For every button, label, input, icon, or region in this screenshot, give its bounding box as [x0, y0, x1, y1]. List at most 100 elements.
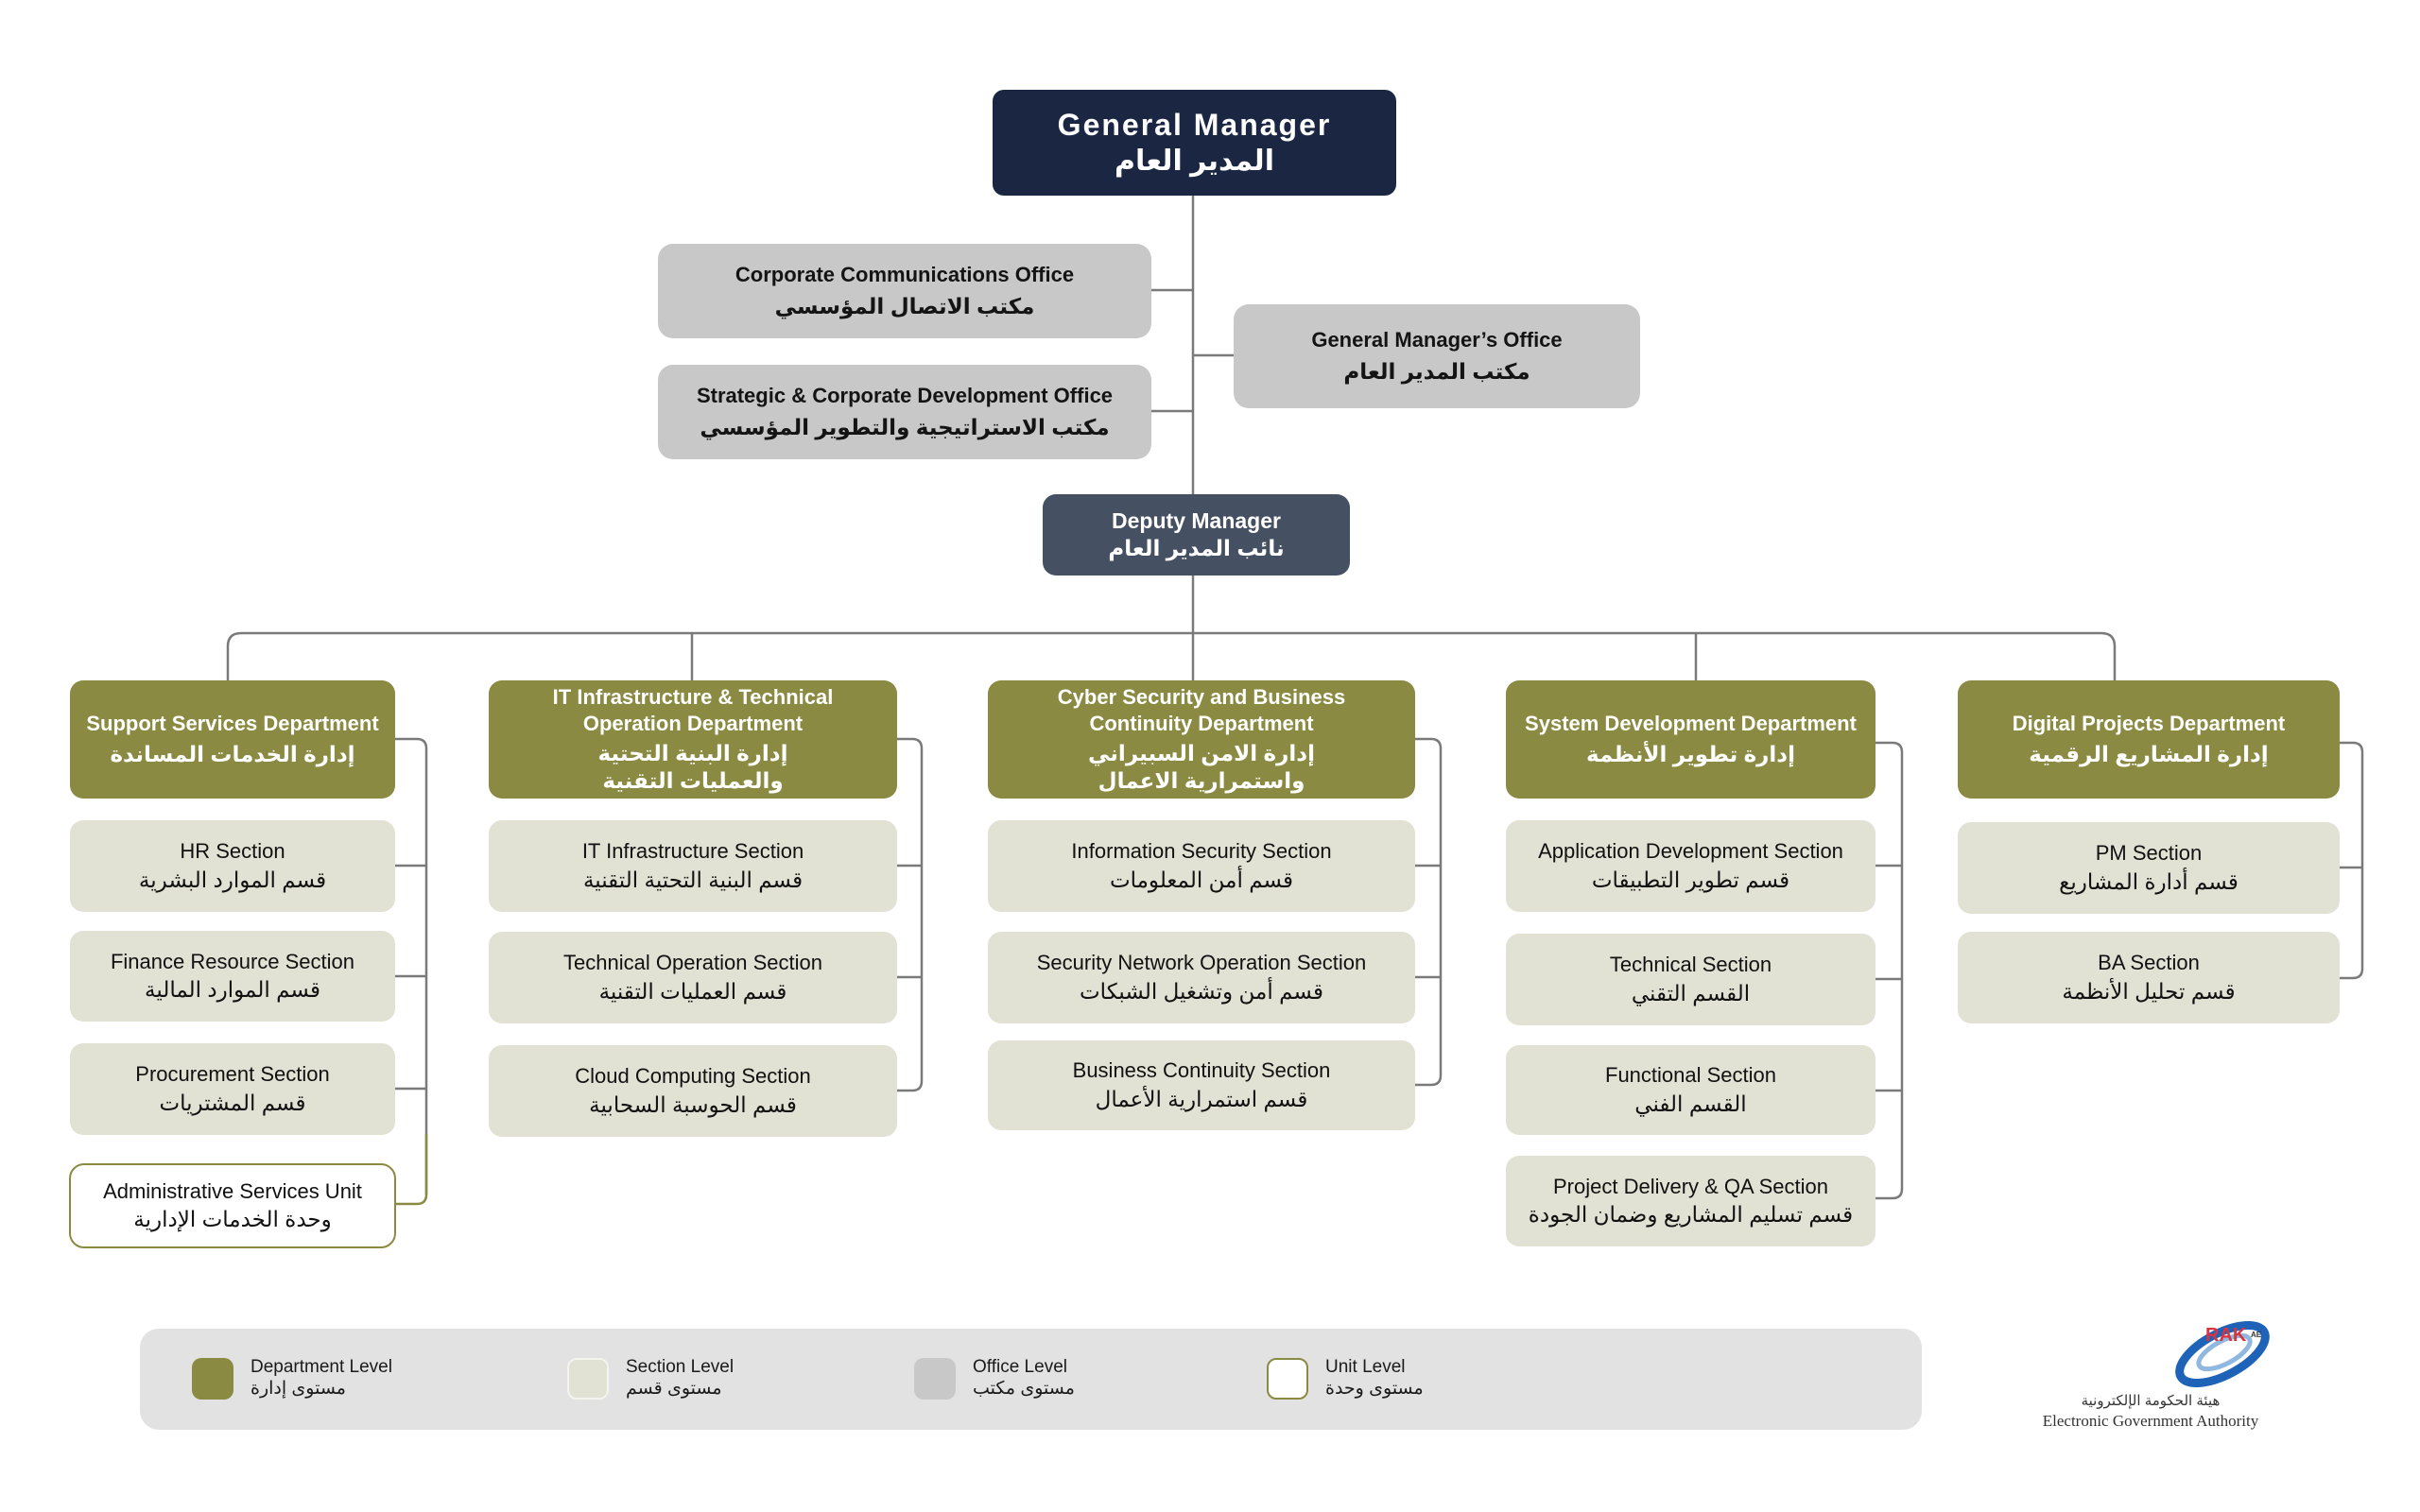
legend-label-ar: مستوى قسم: [626, 1378, 722, 1399]
logo-text-en: Electronic Government Authority: [2042, 1412, 2259, 1430]
office-general-managers-office: General Manager’s Office مكتب المدير الع…: [1234, 304, 1640, 408]
section-ba: BA Section قسم تحليل الأنظمة: [1958, 932, 2340, 1023]
legend-label-ar: مستوى إدارة: [251, 1378, 346, 1399]
cyber-bracket: [1415, 737, 1443, 1087]
department-label-en: Cyber Security and Business Continuity D…: [1057, 685, 1346, 735]
department-label-ar: إدارة المشاريع الرقمية: [2029, 741, 2269, 766]
legend-label-en: Unit Level: [1325, 1357, 1406, 1377]
section-functional: Functional Section القسم الفني: [1506, 1045, 1876, 1135]
section-label-en: HR Section: [180, 839, 285, 864]
logo-mark-text: RAK: [2205, 1325, 2247, 1346]
section-technical-operation: Technical Operation Section قسم العمليات…: [489, 932, 897, 1023]
department-label-en: System Development Department: [1525, 712, 1857, 736]
section-security-network-operation: Security Network Operation Section قسم أ…: [988, 932, 1415, 1023]
department-label-ar: إدارة تطوير الأنظمة: [1586, 741, 1795, 766]
section-label-en: Business Continuity Section: [1072, 1058, 1331, 1083]
section-label-ar: قسم تحليل الأنظمة: [2062, 978, 2236, 1004]
legend-label-ar: مستوى مكتب: [973, 1378, 1075, 1399]
digital-bracket: [2340, 741, 2364, 980]
section-label-ar: قسم الموارد المالية: [145, 977, 320, 1003]
section-technical: Technical Section القسم التقني: [1506, 934, 1876, 1025]
department-system-development: System Development Department إدارة تطوي…: [1506, 680, 1876, 799]
support-bracket: [395, 737, 428, 1194]
legend-label-ar: مستوى وحدة: [1325, 1378, 1424, 1399]
department-label-ar: إدارة البنية التحتية والعمليات التقنية: [597, 741, 788, 793]
legend-swatch-section: [567, 1357, 609, 1400]
general-manager-box: General Manager المدير العام: [993, 90, 1396, 196]
department-cyber-security: Cyber Security and Business Continuity D…: [988, 680, 1415, 799]
section-label-ar: قسم الحوسبة السحابية: [589, 1091, 797, 1117]
department-label-ar: إدارة الخدمات المساندة: [110, 741, 355, 766]
section-pm: PM Section قسم أدارة المشاريع: [1958, 822, 2340, 914]
logo-text-ar: هيئة الحكومة الإلكترونية: [2081, 1393, 2221, 1409]
office-label-en: General Manager’s Office: [1311, 327, 1563, 352]
section-label-ar: قسم أدارة المشاريع: [2059, 868, 2238, 894]
unit-label-ar: وحدة الخدمات الإدارية: [133, 1207, 332, 1232]
office-label-ar: مكتب الاتصال المؤسسي: [774, 294, 1035, 319]
section-label-en: Information Security Section: [1071, 839, 1332, 864]
section-label-ar: قسم البنية التحتية التقنية: [582, 867, 804, 892]
department-label-ar: إدارة الامن السبيراني واستمرارية الاعمال: [1088, 741, 1315, 793]
section-label-ar: القسم الفني: [1634, 1091, 1747, 1116]
unit-label-en: Administrative Services Unit: [103, 1178, 362, 1203]
department-bus: [226, 631, 2117, 680]
legend-item-department: Department Level مستوى إدارة: [192, 1357, 392, 1400]
section-label-ar: قسم استمرارية الأعمال: [1095, 1086, 1308, 1111]
section-label-en: IT Infrastructure Section: [581, 839, 804, 864]
section-label-en: Technical Section: [1609, 953, 1772, 977]
deputy-title-en: Deputy Manager: [1112, 508, 1281, 534]
department-label-en: Digital Projects Department: [2012, 712, 2286, 736]
section-label-ar: قسم الموارد البشرية: [138, 867, 327, 892]
section-label-en: Technical Operation Section: [563, 951, 822, 975]
section-label-en: PM Section: [2095, 841, 2203, 866]
office-label-en: Strategic & Corporate Development Office: [696, 383, 1114, 407]
section-label-en: Cloud Computing Section: [575, 1064, 811, 1089]
legend-swatch-department: [192, 1357, 233, 1400]
section-label-ar: قسم تطوير التطبيقات: [1591, 867, 1790, 892]
section-label-en: Security Network Operation Section: [1036, 951, 1367, 975]
section-label-ar: قسم أمن وتشغيل الشبكات: [1080, 978, 1323, 1004]
unit-connector: [395, 1134, 428, 1206]
egov-authority-logo: RAK AE هيئة الحكومة الإلكترونية Electron…: [2024, 1318, 2284, 1436]
section-procurement: Procurement Section قسم المشتريات: [70, 1043, 395, 1135]
legend: Department Level مستوى إدارة Section Lev…: [140, 1329, 1922, 1430]
legend-swatch-unit: [1267, 1357, 1308, 1400]
it-bracket: [897, 737, 924, 1092]
office-label-ar: مكتب الاستراتيجية والتطوير المؤسسي: [700, 415, 1110, 440]
department-it-infrastructure: IT Infrastructure & Technical Operation …: [489, 680, 897, 799]
legend-swatch-office: [914, 1357, 956, 1400]
department-support-services: Support Services Department إدارة الخدما…: [70, 680, 395, 799]
section-label-ar: قسم تسليم المشاريع وضمان الجودة: [1528, 1202, 1854, 1228]
section-hr: HR Section قسم الموارد البشرية: [70, 820, 395, 912]
sysdev-bracket: [1876, 741, 1904, 1200]
legend-label-en: Department Level: [251, 1357, 392, 1377]
section-it-infrastructure: IT Infrastructure Section قسم البنية الت…: [489, 820, 897, 912]
section-label-ar: القسم التقني: [1631, 980, 1751, 1005]
section-project-delivery-qa: Project Delivery & QA Section قسم تسليم …: [1506, 1156, 1876, 1246]
gm-title-en: General Manager: [1057, 108, 1332, 143]
office-label-en: Corporate Communications Office: [735, 262, 1075, 286]
gm-title-ar: المدير العام: [1115, 146, 1274, 178]
legend-label-en: Section Level: [626, 1357, 735, 1377]
legend-label-en: Office Level: [973, 1357, 1067, 1377]
department-label-en: Support Services Department: [86, 712, 379, 736]
rak-swoosh-icon: RAK AE: [2175, 1321, 2270, 1387]
office-corporate-communications: Corporate Communications Office مكتب الا…: [658, 244, 1151, 338]
legend-item-unit: Unit Level مستوى وحدة: [1267, 1357, 1424, 1400]
deputy-manager-box: Deputy Manager نائب المدير العام: [1043, 494, 1350, 576]
department-label-en: IT Infrastructure & Technical Operation …: [552, 685, 834, 735]
legend-item-section: Section Level مستوى قسم: [567, 1357, 734, 1400]
office-label-ar: مكتب المدير العام: [1343, 359, 1530, 385]
section-label-en: BA Section: [2098, 951, 2200, 975]
legend-item-office: Office Level مستوى مكتب: [914, 1357, 1075, 1400]
section-finance-resource: Finance Resource Section قسم الموارد الم…: [70, 931, 395, 1022]
section-label-en: Application Development Section: [1538, 839, 1843, 864]
section-information-security: Information Security Section قسم أمن الم…: [988, 820, 1415, 912]
department-digital-projects: Digital Projects Department إدارة المشار…: [1958, 680, 2340, 799]
section-label-en: Project Delivery & QA Section: [1552, 1174, 1828, 1198]
section-label-en: Finance Resource Section: [110, 949, 355, 973]
section-business-continuity: Business Continuity Section قسم استمراري…: [988, 1040, 1415, 1130]
logo-mark-suffix: AE: [2251, 1331, 2262, 1339]
section-label-ar: قسم العمليات التقنية: [598, 978, 787, 1004]
